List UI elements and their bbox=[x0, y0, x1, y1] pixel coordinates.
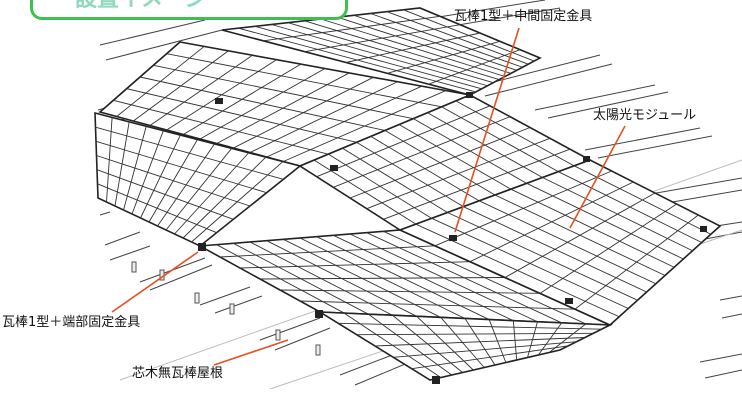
solar-panel bbox=[316, 311, 614, 381]
leader-roof bbox=[213, 339, 289, 366]
middle-clamp bbox=[565, 298, 573, 304]
solar-panel bbox=[94, 111, 302, 247]
end-clamp bbox=[432, 376, 440, 384]
solar-panel bbox=[298, 94, 592, 231]
solar-panel bbox=[221, 7, 542, 96]
end-clamp bbox=[583, 156, 590, 162]
leader-solar-module bbox=[569, 125, 626, 229]
middle-clamp bbox=[330, 165, 338, 171]
end-clamp bbox=[466, 92, 473, 98]
title-tag: 設置イメージ bbox=[30, 0, 348, 20]
solar-panel bbox=[397, 159, 722, 326]
leader-lines bbox=[111, 27, 626, 366]
callout-roof: 芯木無瓦棒屋根 bbox=[132, 366, 224, 381]
middle-clamp bbox=[215, 98, 223, 104]
roof-supports bbox=[131, 261, 321, 356]
end-clamp bbox=[198, 243, 206, 251]
callout-middle-clamp: 瓦棒1型＋中間固定金具 bbox=[454, 9, 593, 24]
leader-middle-clamp bbox=[454, 27, 520, 233]
leader-end-clamp bbox=[111, 251, 199, 313]
end-clamp bbox=[700, 226, 707, 232]
middle-clamp bbox=[449, 235, 457, 241]
clamps bbox=[198, 92, 707, 384]
title-tag-label: 設置イメージ bbox=[75, 0, 207, 13]
callout-end-clamp: 瓦棒1型＋端部固定金具 bbox=[2, 315, 141, 330]
end-clamp bbox=[315, 310, 323, 318]
solar-panel bbox=[197, 229, 611, 326]
solar-panels bbox=[94, 7, 722, 381]
callout-solar-module: 太陽光モジュール bbox=[593, 108, 697, 123]
